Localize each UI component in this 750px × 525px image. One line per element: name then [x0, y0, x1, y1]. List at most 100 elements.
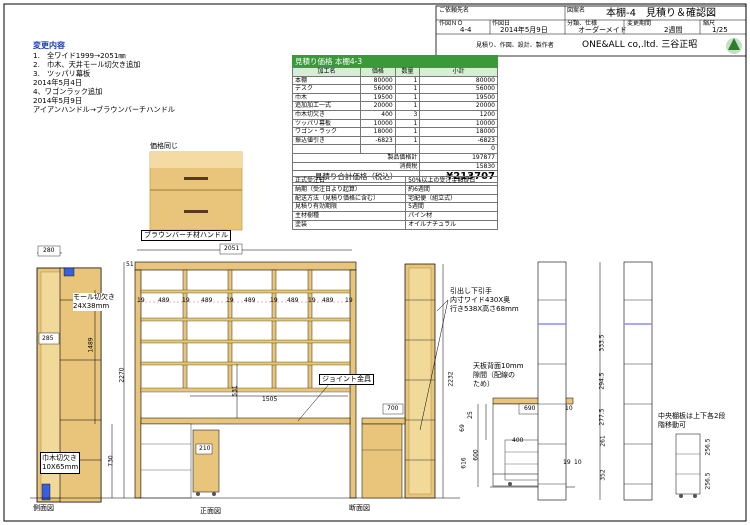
photo-caption-bottom: ブラウンバーチ材ハンドル — [141, 230, 231, 241]
dim-210: 210 — [199, 445, 211, 452]
dim-10: 10 — [565, 405, 573, 412]
dim-277: 277.5 — [598, 408, 606, 426]
dim-10: 10 — [574, 459, 582, 466]
no-label: 作図ＮＯ — [439, 20, 464, 27]
table-row: 塗装オイルナチュラル — [291, 219, 498, 230]
drawing-title-label: 図案名 — [567, 7, 586, 14]
est-header: 小計 — [419, 67, 498, 77]
dim-25: 25 — [466, 411, 474, 419]
section-view — [297, 263, 449, 499]
front-view-label: 正面図 — [200, 507, 221, 515]
outer-frame — [3, 3, 747, 522]
dim-256b: 256.5 — [704, 472, 712, 490]
dim-285: 285 — [42, 335, 54, 342]
dim-489: 489 — [287, 297, 299, 304]
dim-19: 19 — [226, 297, 234, 304]
top-board-note: 天板背面10mm 隙間（配線の ため） — [473, 362, 524, 388]
notes-line: アイアンハンドル→ブラウンバーチハンドル — [33, 105, 175, 114]
dim-19: 19 — [345, 297, 353, 304]
maker-text: ONE&ALL co,.ltd. 三谷正昭 — [582, 40, 698, 50]
notes-line: 4、ワゴンラック追加 — [33, 87, 103, 96]
dim-294: 294.5 — [598, 372, 606, 390]
date-label: 作図日 — [492, 20, 511, 27]
notes-line: 2014年5月4日 — [33, 78, 83, 87]
dim-19: 19 — [563, 459, 571, 466]
baseboard-notch-note: 巾木切欠き 10X65mm — [40, 452, 81, 474]
dim-2232: 2232 — [447, 371, 455, 387]
notes-line: 1. 全ワイド1999→2051㎜ — [33, 51, 126, 60]
title-block-frame — [435, 5, 747, 57]
drawing-scale: 1/25 — [712, 26, 728, 34]
drawing-type: オーダーメイド — [578, 26, 627, 34]
dim-19: 19 — [137, 297, 145, 304]
drawing-date: 2014年5月9日 — [500, 26, 548, 34]
dim-489: 489 — [244, 297, 256, 304]
drawing-title: 本棚-4 見積り＆確認図 — [606, 8, 716, 19]
dim-489: 489 — [201, 297, 213, 304]
section-view-label: 断面図 — [349, 504, 370, 512]
dim-256: 256.5 — [704, 438, 712, 456]
molding-notch-note: モール切欠き 24X38mm — [73, 293, 115, 311]
period-label: 変更期間 — [627, 20, 652, 27]
notes-heading: 変更内容 — [33, 41, 65, 50]
side-view-label: 側面図 — [33, 504, 54, 512]
photo-caption-top: 価格同じ — [150, 142, 178, 150]
dim-489: 489 — [158, 297, 170, 304]
dim-261: 261 — [599, 435, 607, 447]
est-header: 数量 — [394, 67, 421, 77]
notes-line: 2014年5月9日 — [33, 96, 83, 105]
dim-69: 69 — [458, 424, 466, 432]
dim-352: 352 — [599, 469, 607, 481]
scale-label: 縮尺 — [703, 20, 716, 27]
dim-531: 531 — [231, 385, 239, 397]
notes-line: 2. 巾木、天井モール切欠き追加 — [33, 60, 141, 69]
wagon-small — [675, 433, 701, 498]
dim-730: 730 — [107, 455, 115, 467]
dim-333: 333.5 — [598, 334, 606, 352]
dim-2051: 2051 — [224, 245, 240, 252]
tall-shelf-b — [599, 261, 653, 501]
dim-2270: 2270 — [118, 367, 126, 383]
tall-shelf-a — [537, 261, 567, 501]
dim-19: 19 — [182, 297, 190, 304]
handle-photo — [149, 151, 243, 231]
dim-51: 51 — [126, 261, 134, 268]
drawer-note: 引出し下引手 内寸ワイド430X奥 行き538X高さ68mm — [450, 287, 519, 313]
dim-489: 489 — [322, 297, 334, 304]
dim-690: 690 — [524, 405, 536, 412]
dim-1489: 1489 — [87, 337, 95, 353]
client-label: ご依頼先名 — [439, 7, 470, 14]
table-row: 0 — [292, 144, 498, 154]
estimate-title: 見積り価格 本棚4-3 — [292, 55, 498, 67]
table-row: 主材樹種パイン材 — [291, 211, 498, 221]
dim-700: 700 — [387, 405, 399, 412]
dim-19: 19 — [308, 297, 316, 304]
dim-616: 616 — [460, 457, 468, 469]
dim-19: 19 — [270, 297, 278, 304]
dim-280: 280 — [43, 247, 55, 254]
joint-bracket-note: ジョイント金具 — [319, 374, 374, 385]
change-notes: 変更内容 1. 全ワイド1999→2051㎜ 2. 巾木、天井モール切欠き追加 … — [33, 40, 201, 114]
table-row: 納期（受注日より起算）約6週間 — [291, 184, 498, 195]
dim-600: 600 — [472, 449, 480, 461]
logo-mark — [726, 38, 742, 54]
dim-1505: 1505 — [262, 396, 278, 403]
est-header: 加工名 — [292, 67, 361, 77]
est-header: 価格 — [359, 67, 396, 77]
purpose-text: 見積り、作図、設計、製作者 — [476, 42, 554, 49]
drawing-no: 4-4 — [460, 26, 472, 34]
